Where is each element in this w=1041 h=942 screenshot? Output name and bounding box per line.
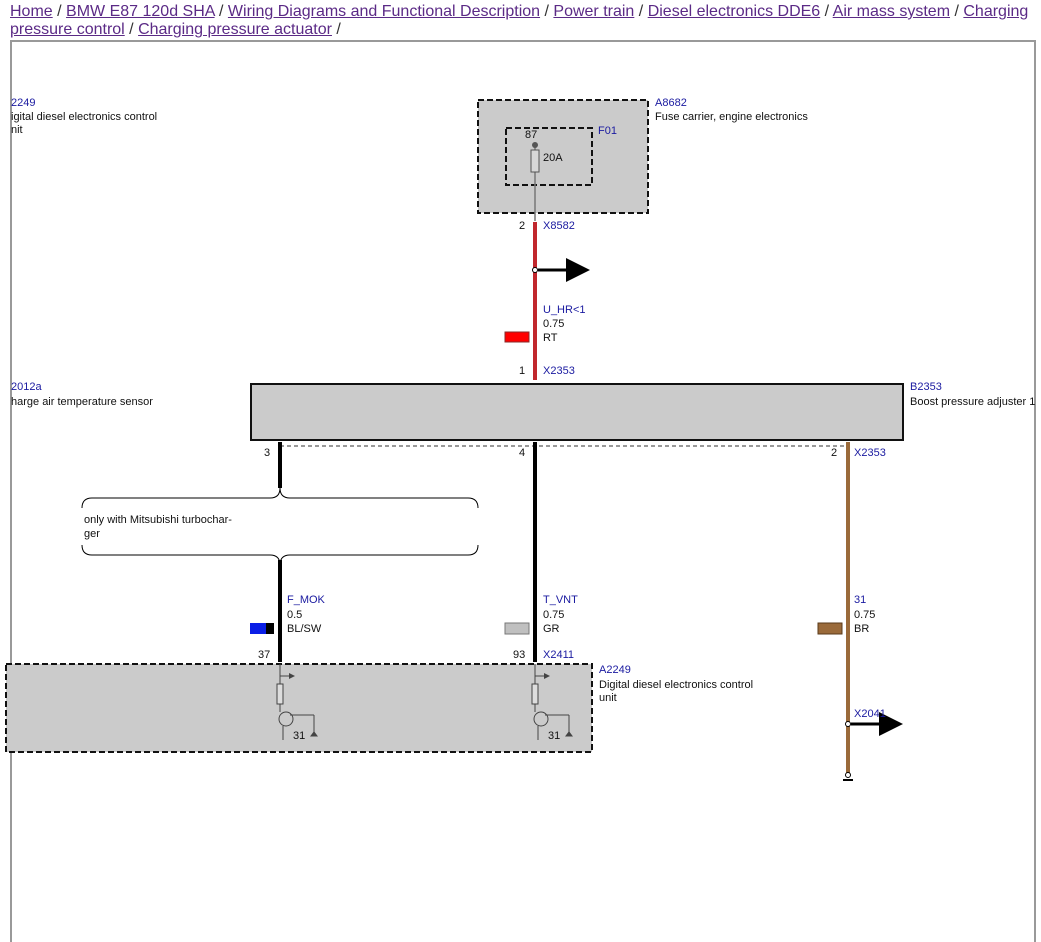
- ground-label: 31: [293, 730, 305, 742]
- breadcrumb-diesel-electronics[interactable]: Diesel electronics DDE6: [647, 3, 821, 20]
- wire-color-code: RT: [543, 332, 558, 344]
- ground-label: 31: [548, 730, 560, 742]
- option-bracket: [81, 544, 479, 566]
- wire-signal: F_MOK: [287, 594, 326, 606]
- option-note: only with Mitsubishi turbochar-: [84, 514, 232, 526]
- control-unit-A2249[interactable]: [5, 663, 593, 753]
- wire-size: 0.75: [543, 318, 564, 330]
- component-desc: unit: [599, 692, 617, 704]
- breadcrumb-power-train[interactable]: Power train: [553, 3, 635, 20]
- component-desc: Fuse carrier, engine electronics: [655, 111, 808, 123]
- wire-signal: U_HR<1: [543, 304, 586, 316]
- fuse-icon: [530, 149, 540, 173]
- pin-number: 2: [831, 447, 837, 459]
- connector-id[interactable]: X2041: [854, 708, 886, 720]
- wire-color-swatch: [504, 331, 530, 343]
- ref-desc: nit: [11, 124, 23, 136]
- component-desc: Boost pressure adjuster 1: [910, 396, 1035, 408]
- wire-signal: T_VNT: [543, 594, 578, 606]
- ref-desc: igital diesel electronics control: [11, 111, 157, 123]
- connector-id[interactable]: X2353: [854, 447, 886, 459]
- breadcrumb-air-mass-system[interactable]: Air mass system: [832, 3, 951, 20]
- fuse-pin: 87: [525, 129, 537, 141]
- diagram-frame: [10, 40, 1036, 942]
- pin-number: 37: [258, 649, 270, 661]
- wire-color-swatch: [504, 622, 530, 635]
- component-id[interactable]: A8682: [655, 97, 687, 109]
- breadcrumb-vehicle[interactable]: BMW E87 120d SHA: [66, 3, 215, 20]
- fuse-carrier-A8682[interactable]: [477, 99, 649, 221]
- wire-signal: 31: [854, 594, 866, 606]
- component-id[interactable]: A2249: [599, 664, 631, 676]
- connector-id[interactable]: X2411: [543, 649, 574, 661]
- connector-id[interactable]: X2353: [543, 365, 575, 377]
- component-desc: Digital diesel electronics control: [599, 679, 753, 691]
- pin-number: 93: [513, 649, 525, 661]
- transistor-icon: [276, 664, 318, 740]
- transistor-icon: [531, 664, 573, 740]
- fuse-rating: 20A: [543, 152, 563, 164]
- breadcrumb-wiring-diagrams[interactable]: Wiring Diagrams and Functional Descripti…: [227, 3, 541, 20]
- wire-size: 0.5: [287, 609, 302, 621]
- wire-color-code: BL/SW: [287, 623, 322, 635]
- breadcrumb-charging-pressure-control[interactable]: Charging pressure control: [10, 3, 1029, 38]
- component-id[interactable]: B2353: [910, 381, 942, 393]
- pin-number: 3: [264, 447, 270, 459]
- breadcrumb-charging-pressure-actuator[interactable]: Charging pressure actuator: [138, 21, 332, 38]
- pin-number: 2: [519, 220, 525, 232]
- ref-id[interactable]: 2012a: [11, 381, 42, 393]
- wire-size: 0.75: [854, 609, 875, 621]
- breadcrumb-home[interactable]: Home: [10, 3, 53, 20]
- option-note: ger: [84, 528, 100, 540]
- option-bracket: [81, 487, 479, 509]
- breadcrumb: Home / BMW E87 120d SHA / Wiring Diagram…: [10, 3, 1029, 38]
- connector-id[interactable]: X8582: [543, 220, 575, 232]
- actuator-B2353[interactable]: [250, 383, 904, 441]
- ref-id[interactable]: 2249: [11, 97, 35, 109]
- fuse-F01: [505, 127, 593, 186]
- wire-color-code: BR: [854, 623, 869, 635]
- wire-color-code: GR: [543, 623, 560, 635]
- ref-desc: harge air temperature sensor: [11, 396, 153, 408]
- wire-size: 0.75: [543, 609, 564, 621]
- pin-number: 1: [519, 365, 525, 377]
- wire-color-swatch: [817, 622, 843, 635]
- fuse-id[interactable]: F01: [598, 125, 617, 137]
- wire-color-swatch: [250, 623, 267, 634]
- pin-number: 4: [519, 447, 525, 459]
